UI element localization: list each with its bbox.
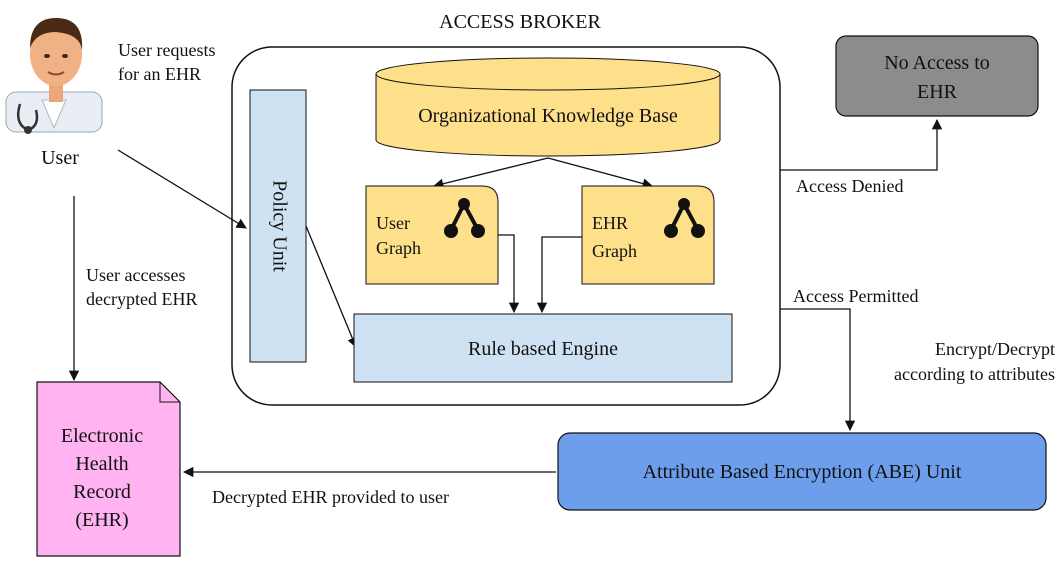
user-request-line-2: for an EHR	[118, 64, 201, 84]
abe-unit-box	[557, 432, 1047, 511]
provided-label: Decrypted EHR provided to user	[212, 487, 449, 507]
ehr-doc-line-1: Electronic	[61, 425, 143, 447]
user-graph-line-1: User	[376, 213, 410, 233]
access-denied-label: Access Denied	[796, 176, 903, 196]
ehr-document-fold	[159, 382, 180, 403]
ehr-doc-line-3: Record	[73, 481, 131, 503]
user-avatar-icon	[5, 18, 103, 134]
access-line-1: User accesses	[86, 265, 185, 285]
arrow-user-to-policy	[117, 149, 247, 229]
connector-user-graph-to-engine	[498, 234, 520, 314]
user-graph-network-icon	[444, 198, 485, 238]
ehr-graph-line-1: EHR	[592, 213, 628, 233]
ehr-doc-line-4: (EHR)	[75, 509, 128, 531]
rule-engine-box	[353, 313, 733, 383]
user-graph-box	[365, 185, 499, 285]
arrow-access-denied	[780, 118, 943, 171]
ehr-graph-line-2: Graph	[592, 241, 637, 261]
knowledge-base-label: Organizational Knowledge Base	[418, 105, 678, 127]
access-permitted-label: Access Permitted	[793, 286, 918, 306]
no-access-line-2: EHR	[917, 81, 958, 103]
arrow-kb-to-user-graph	[432, 157, 549, 189]
encrypt-line-2: according to attributes	[894, 364, 1055, 384]
rule-engine-label: Rule based Engine	[468, 338, 618, 360]
ehr-doc-line-2: Health	[75, 453, 128, 475]
knowledge-base-cylinder	[375, 57, 721, 157]
policy-unit-label: Policy Unit	[268, 180, 290, 272]
connector-ehr-graph-to-engine	[536, 236, 582, 314]
encrypt-line-1: Encrypt/Decrypt	[935, 339, 1055, 359]
no-access-box	[835, 35, 1039, 117]
arrow-kb-to-ehr-graph	[547, 157, 654, 189]
no-access-line-1: No Access to	[884, 52, 990, 74]
arrow-policy-to-engine	[305, 225, 358, 348]
arrow-access-permitted	[780, 308, 856, 432]
user-request-line-1: User requests	[118, 40, 215, 60]
access-line-2: decrypted EHR	[86, 289, 197, 309]
ehr-document-icon	[36, 381, 181, 557]
access-broker-title: ACCESS BROKER	[439, 11, 601, 33]
ehr-graph-network-icon	[664, 198, 705, 238]
abe-unit-label: Attribute Based Encryption (ABE) Unit	[643, 461, 962, 483]
user-label: User	[41, 147, 79, 169]
policy-unit-box	[249, 89, 307, 363]
user-graph-line-2: Graph	[376, 238, 421, 258]
